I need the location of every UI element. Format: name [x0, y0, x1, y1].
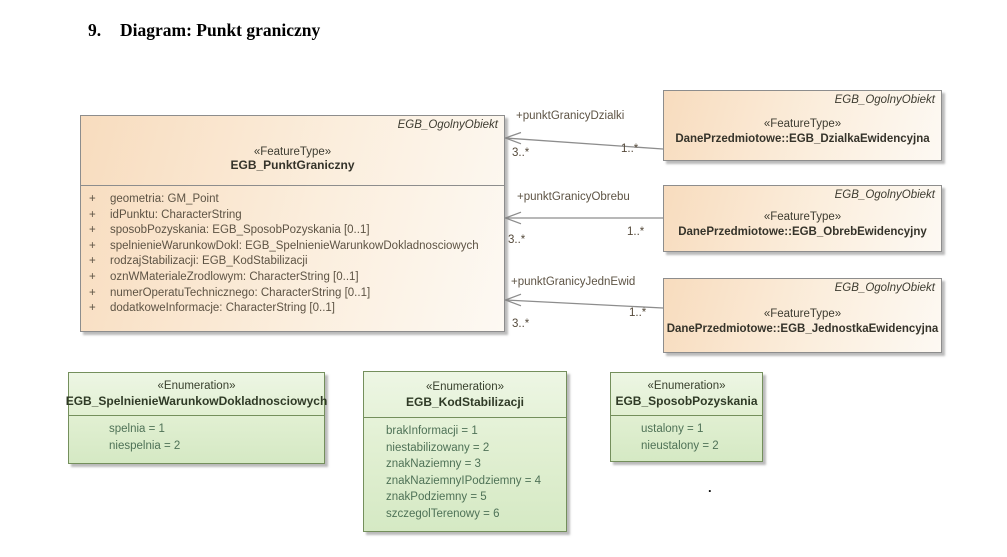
multiplicity-source: 3..*	[512, 318, 530, 330]
multiplicity-target: 1..*	[629, 307, 647, 319]
class-name: DanePrzedmiotowe::EGB_JednostkaEwidencyj…	[666, 323, 939, 335]
attribute-row: + rodzajStabilizacji: EGB_KodStabilizacji	[89, 254, 496, 270]
class-header: «FeatureType» DanePrzedmiotowe::EGB_Dzia…	[664, 91, 941, 160]
attribute-row: + idPunktu: CharacterString	[89, 208, 496, 224]
stray-period: .	[708, 480, 712, 495]
section-heading: 9. Diagram: Punkt graniczny	[88, 20, 320, 41]
enum-literal: ustalony = 1	[641, 423, 704, 435]
attribute-row: + spelnienieWarunkowDokl: EGB_SpelnienieW…	[89, 239, 496, 255]
attribute-text: sposobPozyskania: EGB_SposobPozyskania […	[110, 224, 370, 237]
class-egb-obrebewidencyjny: EGB_OgolnyObiekt «FeatureType» DanePrzed…	[663, 185, 942, 252]
stereotype-label: «Enumeration»	[426, 380, 504, 393]
enum-header: «Enumeration» EGB_SpelnienieWarunkowDokl…	[66, 373, 327, 416]
enum-egb-sposobpozyskania: «Enumeration» EGB_SposobPozyskania ustal…	[610, 372, 763, 462]
class-header: «FeatureType» DanePrzedmiotowe::EGB_Jedn…	[664, 279, 941, 352]
enum-literal: spelnia = 1	[109, 423, 165, 435]
enum-header: «Enumeration» EGB_SposobPozyskania	[611, 373, 762, 416]
association-role-label: +punktGranicyObrebu	[517, 191, 630, 203]
visibility-sign: +	[89, 286, 96, 299]
visibility-sign: +	[89, 224, 96, 237]
stereotype-label: «FeatureType»	[763, 211, 842, 223]
stereotype-label: «FeatureType»	[763, 118, 842, 130]
enum-literal: niestabilizowany = 2	[386, 441, 490, 454]
stereotype-label: «Enumeration»	[647, 380, 726, 392]
visibility-sign: +	[89, 208, 96, 221]
enum-literal: znakNaziemnyIPodziemny = 4	[386, 474, 542, 487]
enum-literal-compartment: brakInformacji = 1 niestabilizowany = 2 …	[364, 418, 566, 523]
class-header: «FeatureType» EGB_PunktGraniczny	[81, 116, 504, 186]
class-egb-jednostkaewidencyjna: EGB_OgolnyObiekt «FeatureType» DanePrzed…	[663, 278, 942, 353]
class-egb-punktgraniczny: EGB_OgolnyObiekt «FeatureType» EGB_Punkt…	[80, 115, 505, 332]
multiplicity-source: 3..*	[508, 234, 526, 246]
attribute-text: spelnienieWarunkowDokl: EGB_SpelnienieWa…	[110, 239, 479, 252]
multiplicity-source: 3..*	[512, 147, 530, 159]
visibility-sign: +	[89, 255, 96, 268]
class-name: EGB_PunktGraniczny	[230, 158, 355, 172]
enum-header: «Enumeration» EGB_KodStabilizacji	[364, 372, 566, 418]
enum-name: EGB_SpelnienieWarunkowDokladnosciowych	[65, 394, 328, 408]
attribute-row: + dodatkoweInformacje: CharacterString [0…	[89, 301, 496, 317]
parent-class-label: EGB_OgolnyObiekt	[834, 189, 935, 201]
enum-name: EGB_SposobPozyskania	[615, 394, 758, 408]
stereotype-label: «Enumeration»	[157, 380, 236, 392]
attribute-text: oznWMaterialeZrodlowym: CharacterString …	[110, 270, 359, 283]
visibility-sign: +	[89, 239, 96, 252]
attribute-text: numerOperatuTechnicznego: CharacterStrin…	[110, 286, 371, 299]
enum-literal: znakPodziemny = 5	[386, 491, 487, 504]
open-arrowhead-icon	[503, 293, 522, 307]
attribute-row: + numerOperatuTechnicznego: CharacterStri…	[89, 286, 496, 302]
parent-class-label: EGB_OgolnyObiekt	[834, 94, 935, 106]
parent-class-label: EGB_OgolnyObiekt	[397, 119, 498, 131]
enum-literal: niespelnia = 2	[109, 439, 181, 452]
enum-literal: znakNaziemny = 3	[386, 458, 481, 471]
enum-egb-kodstabilizacji: «Enumeration» EGB_KodStabilizacji brakIn…	[363, 371, 567, 532]
visibility-sign: +	[89, 302, 96, 315]
enum-literal: szczegolTerenowy = 6	[386, 507, 500, 520]
enum-literal: nieustalony = 2	[641, 439, 719, 452]
attribute-text: dodatkoweInformacje: CharacterString [0.…	[110, 302, 336, 315]
attribute-row: + oznWMaterialeZrodlowym: CharacterString…	[89, 270, 496, 286]
attribute-text: rodzajStabilizacji: EGB_KodStabilizacji	[110, 255, 308, 268]
enum-literal-compartment: spelnia = 1 niespelnia = 2	[69, 416, 324, 454]
multiplicity-target: 1..*	[621, 143, 639, 155]
enum-literal: brakInformacji = 1	[386, 425, 478, 437]
enum-egb-spelnieniewarunkow: «Enumeration» EGB_SpelnienieWarunkowDokl…	[66, 372, 327, 464]
class-name: DanePrzedmiotowe::EGB_ObrebEwidencyjny	[678, 226, 927, 238]
stereotype-label: «FeatureType»	[253, 146, 332, 158]
section-title: Diagram: Punkt graniczny	[120, 20, 321, 40]
open-arrowhead-icon	[503, 211, 522, 225]
attribute-row: + sposobPozyskania: EGB_SposobPozyskania …	[89, 223, 496, 239]
parent-class-label: EGB_OgolnyObiekt	[834, 282, 935, 294]
attribute-text: idPunktu: CharacterString	[110, 208, 242, 221]
visibility-sign: +	[89, 193, 96, 205]
open-arrowhead-icon	[503, 131, 522, 145]
class-egb-dzialkaewidencyjna: EGB_OgolnyObiekt «FeatureType» DanePrzed…	[663, 90, 942, 161]
attribute-row: + geometria: GM_Point	[89, 192, 496, 208]
attribute-compartment: + geometria: GM_Point + idPunktu: Characte…	[81, 186, 504, 317]
stereotype-label: «FeatureType»	[763, 308, 842, 320]
section-number: 9.	[88, 20, 102, 40]
association-role-label: +punktGranicyJednEwid	[511, 276, 636, 288]
visibility-sign: +	[89, 270, 96, 283]
attribute-text: geometria: GM_Point	[110, 193, 219, 205]
enum-literal-compartment: ustalony = 1 nieustalony = 2	[611, 416, 762, 454]
multiplicity-target: 1..*	[627, 226, 645, 238]
association-role-label: +punktGranicyDzialki	[516, 110, 625, 122]
class-name: DanePrzedmiotowe::EGB_DzialkaEwidencyjna	[675, 133, 930, 145]
class-header: «FeatureType» DanePrzedmiotowe::EGB_Obre…	[664, 186, 941, 251]
enum-name: EGB_KodStabilizacji	[405, 394, 525, 409]
